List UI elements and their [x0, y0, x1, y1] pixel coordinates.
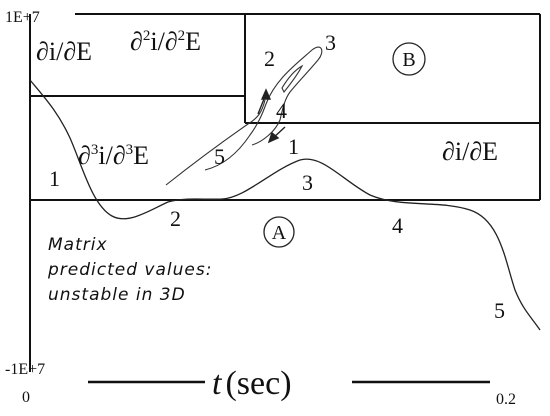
inset-loop [251, 46, 323, 146]
deriv-first-top-slash: / [56, 37, 64, 66]
matrix-annotation-line1: Matrix [48, 235, 108, 255]
deriv-second-num-tail: i/ [150, 27, 165, 56]
point-label-main-2: 2 [170, 206, 181, 231]
point-label-inset-1: 1 [288, 134, 299, 159]
region-b-label: B [402, 49, 415, 71]
matrix-annotation-line2: predicted values: [47, 260, 212, 280]
deriv-first-top-den: ∂E [63, 37, 92, 66]
deriv-label-first-top: ∂i/∂E [36, 37, 92, 66]
x-left-label: 0 [22, 389, 30, 406]
matrix-annotation-line3: unstable in 3D [48, 285, 186, 305]
y-bottom-label: -1E+7 [5, 361, 45, 378]
x-axis-title-var: t [212, 365, 223, 402]
deriv-third-num-sup: 3 [91, 142, 99, 158]
point-label-main-3: 3 [302, 170, 313, 195]
region-a-circle [263, 216, 295, 248]
deriv-second-den-tail: E [185, 27, 201, 56]
inset-loop-inner [281, 64, 304, 94]
deriv-second-num-sup: 2 [143, 28, 151, 44]
point-label-inset-3: 3 [325, 30, 336, 55]
deriv-third-den: ∂ [113, 141, 126, 170]
deriv-first-right-den: ∂E [469, 137, 498, 166]
inset-upper-branch [165, 99, 266, 186]
deriv-second-den-sup: 2 [178, 28, 186, 44]
deriv-second-num: ∂ [130, 27, 143, 56]
deriv-label-first-right: ∂i/∂E [442, 137, 498, 166]
x-axis-title-unit: (sec) [225, 365, 291, 402]
deriv-third-num: ∂ [78, 141, 91, 170]
point-label-main-5: 5 [494, 298, 505, 323]
x-axis-title: t(sec) [212, 365, 292, 402]
point-label-inset-2: 2 [264, 46, 275, 71]
deriv-first-top-num: ∂i [36, 37, 56, 66]
y-top-label: 1E+7 [5, 9, 40, 26]
deriv-third-den-tail: E [133, 141, 149, 170]
point-label-main-4: 4 [392, 213, 403, 238]
region-a-label: A [272, 222, 287, 244]
region-b-marker: B [392, 42, 426, 76]
arrow-up-head [260, 88, 272, 100]
deriv-label-third: ∂3i/∂3E [78, 141, 149, 170]
region-a-marker: A [263, 216, 295, 248]
deriv-third-den-sup: 3 [126, 142, 134, 158]
deriv-first-right-num: ∂i [442, 137, 462, 166]
arrow-down-head [267, 131, 280, 144]
deriv-first-right-slash: / [462, 137, 470, 166]
deriv-label-second: ∂2i/∂2E [130, 27, 201, 56]
frame-lines [29, 13, 541, 372]
region-b-circle [392, 42, 426, 76]
point-label-main-1: 1 [49, 166, 60, 191]
deriv-third-num-tail: i/ [98, 141, 113, 170]
x-right-label: 0.2 [496, 391, 516, 408]
deriv-second-den: ∂ [165, 27, 178, 56]
inset-trace [165, 46, 323, 186]
main-signal-curve [29, 79, 541, 331]
inset-lower-branch [204, 103, 267, 171]
point-label-inset-4: 4 [276, 98, 287, 123]
point-label-inset-5: 5 [214, 144, 225, 169]
inset-arrows [257, 88, 286, 144]
